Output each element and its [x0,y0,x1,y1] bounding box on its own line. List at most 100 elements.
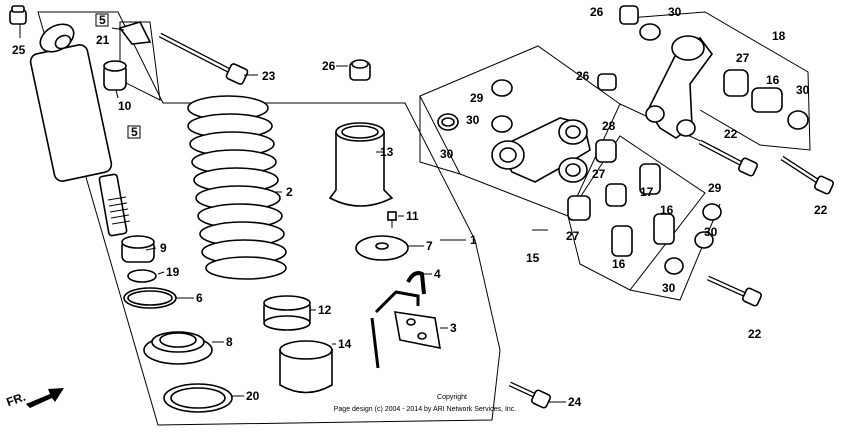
callout-22c[interactable]: 22 [748,327,762,341]
callout-20[interactable]: 20 [246,389,260,403]
connecting-rod-18[interactable] [645,35,713,139]
copyright-line-2: Page design (c) 2004 - 2014 by ARI Netwo… [334,406,517,413]
nut-26-a[interactable] [349,59,371,81]
callout-16b[interactable]: 16 [612,257,626,271]
callout-29a[interactable]: 29 [470,91,484,105]
callout-27a[interactable]: 27 [592,167,606,181]
collar-27-b[interactable] [567,195,591,221]
callout-24[interactable]: 24 [568,395,582,409]
callout-10[interactable]: 10 [118,99,132,113]
callout-16c[interactable]: 16 [766,73,780,87]
callout-7[interactable]: 7 [426,239,433,253]
callout-2[interactable]: 2 [286,185,293,199]
callout-18[interactable]: 18 [772,29,786,43]
linkage-arm-box [419,45,621,217]
callout-30c[interactable]: 30 [704,225,718,239]
callout-22a[interactable]: 22 [724,127,738,141]
callout-16a[interactable]: 16 [660,203,674,217]
callout-29b[interactable]: 29 [708,181,722,195]
spring-seat-8[interactable] [143,331,213,365]
seal-30-c[interactable] [694,231,714,249]
callout-4[interactable]: 4 [434,267,441,281]
cushion-arm-15[interactable] [491,117,591,183]
label-box-5a [95,13,109,27]
spring-guide-13[interactable] [328,122,394,207]
collar-28[interactable] [595,139,617,163]
callout-22b[interactable]: 22 [814,203,828,217]
callout-5b[interactable]: 5 [131,125,138,139]
front-arrow-icon [26,388,64,408]
seal-29-b[interactable] [702,203,722,221]
callout-30f[interactable]: 30 [796,83,810,97]
callout-23[interactable]: 23 [262,69,276,83]
callout-5a[interactable]: 5 [99,13,106,27]
collar-27-c[interactable] [723,69,749,97]
bolt-22-b[interactable] [780,155,835,195]
seal-30-f[interactable] [787,110,809,130]
hose-4[interactable] [374,271,426,314]
callout-26b[interactable]: 26 [576,69,590,83]
callout-17[interactable]: 17 [640,185,654,199]
seal-30-b[interactable] [491,115,513,133]
callout-19[interactable]: 19 [166,265,180,279]
callout-6[interactable]: 6 [196,291,203,305]
nut-26-b[interactable] [597,73,617,91]
stopper-ring-6[interactable] [123,287,177,309]
callout-28[interactable]: 28 [602,119,616,133]
callout-27c[interactable]: 27 [736,51,750,65]
seal-29-a[interactable] [491,79,513,97]
callout-3[interactable]: 3 [450,321,457,335]
bolt-23[interactable] [158,32,249,85]
callout-27b[interactable]: 27 [566,229,580,243]
collar-16-a[interactable] [653,213,675,245]
callout-30d[interactable]: 30 [662,281,676,295]
seal-30-d[interactable] [664,257,684,275]
coil-spring[interactable] [187,95,287,280]
collar-16-b[interactable] [611,225,633,257]
callout-25[interactable]: 25 [12,43,26,57]
callout-30b[interactable]: 30 [466,113,480,127]
callout-11[interactable]: 11 [406,209,419,223]
callout-8[interactable]: 8 [226,335,233,349]
plate-7[interactable] [355,235,409,261]
collar-27-a[interactable] [605,183,627,207]
rod-box [627,11,811,151]
bolt-22-a[interactable] [698,139,759,177]
bolt-24[interactable] [508,381,552,409]
callout-13[interactable]: 13 [380,145,394,159]
collar-16-c[interactable] [751,87,783,113]
callout-21[interactable]: 21 [96,33,110,47]
callout-30e[interactable]: 30 [668,5,682,19]
washer-19[interactable] [127,269,157,283]
nut-25[interactable] [9,5,27,25]
bushing-10[interactable] [103,60,127,91]
callout-26c[interactable]: 26 [590,5,604,19]
callout-15[interactable]: 15 [526,251,540,265]
bracket-3[interactable] [370,311,441,369]
collar-17[interactable] [639,163,661,195]
copyright-line-1: Copyright [437,394,467,401]
callout-12[interactable]: 12 [318,303,332,317]
linkage-box-edge [419,96,461,175]
sub-box-10 [119,21,161,101]
collar-12[interactable] [263,295,311,331]
callout-14[interactable]: 14 [338,337,352,351]
label-plate-21[interactable] [118,21,152,45]
nut-26-c[interactable] [619,5,639,25]
callout-1[interactable]: 1 [470,233,477,247]
callout-9[interactable]: 9 [160,241,167,255]
callout-30a[interactable]: 30 [440,147,454,161]
bump-rubber-9[interactable] [121,235,155,263]
shock-absorber[interactable] [29,19,131,237]
fr-label: FR. [4,390,27,410]
callout-26a[interactable]: 26 [322,59,336,73]
ring-20[interactable] [163,383,233,413]
screw-11[interactable] [387,211,397,228]
bolt-22-c[interactable] [706,275,763,307]
leader-lines [19,24,566,403]
seal-30-e[interactable] [639,23,661,41]
collar-14[interactable] [279,340,333,394]
